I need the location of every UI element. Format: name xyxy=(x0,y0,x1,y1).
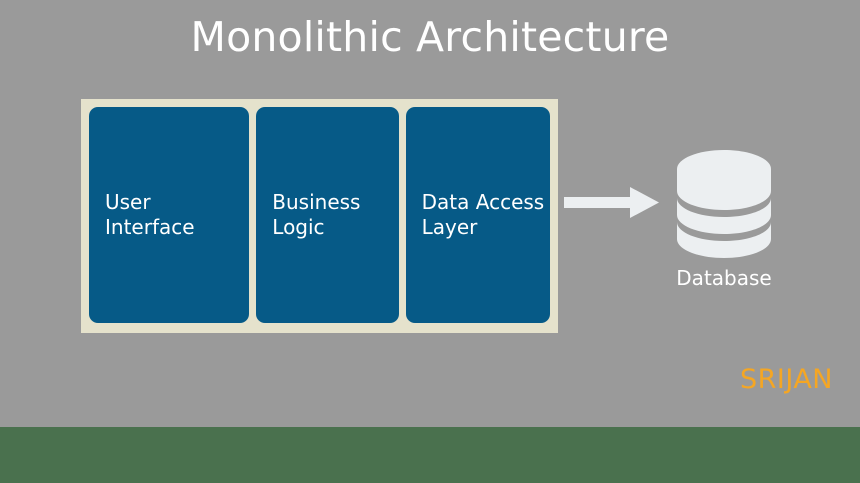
database-cylinder-icon xyxy=(677,150,771,258)
right-arrow-icon xyxy=(564,187,659,218)
layer-box-data-access-layer[interactable]: Data Access Layer xyxy=(405,107,550,323)
footer-bar xyxy=(0,427,860,483)
page-title: Monolithic Architecture xyxy=(190,13,670,61)
database-label: Database xyxy=(676,266,772,290)
layer-label-user-interface: User Interface xyxy=(105,190,195,239)
layer-box-user-interface[interactable]: User Interface xyxy=(89,107,250,323)
layer-box-business-logic[interactable]: Business Logic xyxy=(256,107,399,323)
monolith-container: User Interface Business Logic Data Acces… xyxy=(81,99,558,333)
layer-label-data-access-layer: Data Access Layer xyxy=(421,190,545,239)
database-node: Database xyxy=(662,150,786,290)
brand-logo-srijan: SRIJAN xyxy=(739,364,833,395)
layer-label-business-logic: Business Logic xyxy=(272,190,361,239)
